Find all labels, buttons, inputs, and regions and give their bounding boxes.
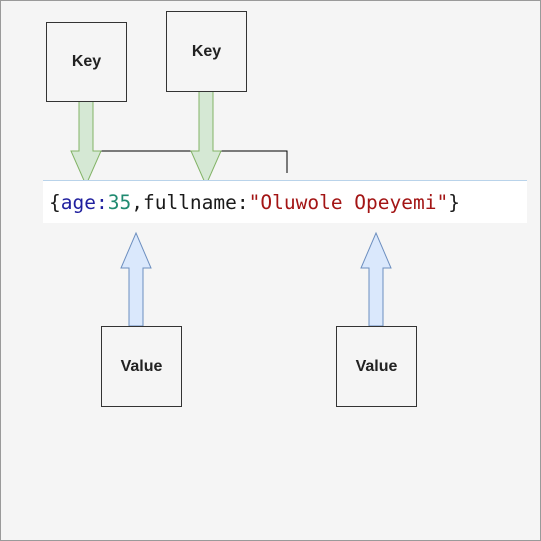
value-arrow-2	[360, 231, 392, 327]
code-close-brace: }	[448, 190, 460, 214]
value-arrow-1	[120, 231, 152, 327]
code-open-brace: {	[49, 190, 61, 214]
key-box-2: Key	[166, 11, 247, 92]
key-arrow-2	[190, 90, 222, 187]
key-arrow-1	[70, 100, 102, 187]
code-value-age: 35	[107, 190, 132, 214]
key-box-1-label: Key	[71, 53, 102, 70]
code-key-fullname: fullname	[142, 190, 237, 214]
code-value-fullname: "Oluwole Opeyemi"	[248, 190, 449, 214]
value-box-2-label: Value	[355, 357, 398, 375]
value-box-1-label: Value	[120, 357, 163, 375]
code-colon-2: :	[236, 190, 249, 214]
key-box-2-label: Key	[191, 42, 222, 60]
json-code-snippet: {age:35,fullname:"Oluwole Opeyemi"}	[43, 180, 527, 223]
code-key-age: age	[60, 190, 96, 214]
code-colon-1: :	[95, 190, 108, 214]
code-comma: ,	[131, 190, 143, 214]
value-box-1: Value	[101, 326, 182, 407]
value-box-2: Value	[336, 326, 417, 407]
key-box-1: Key	[46, 22, 127, 102]
key-bracket-line	[87, 150, 288, 173]
